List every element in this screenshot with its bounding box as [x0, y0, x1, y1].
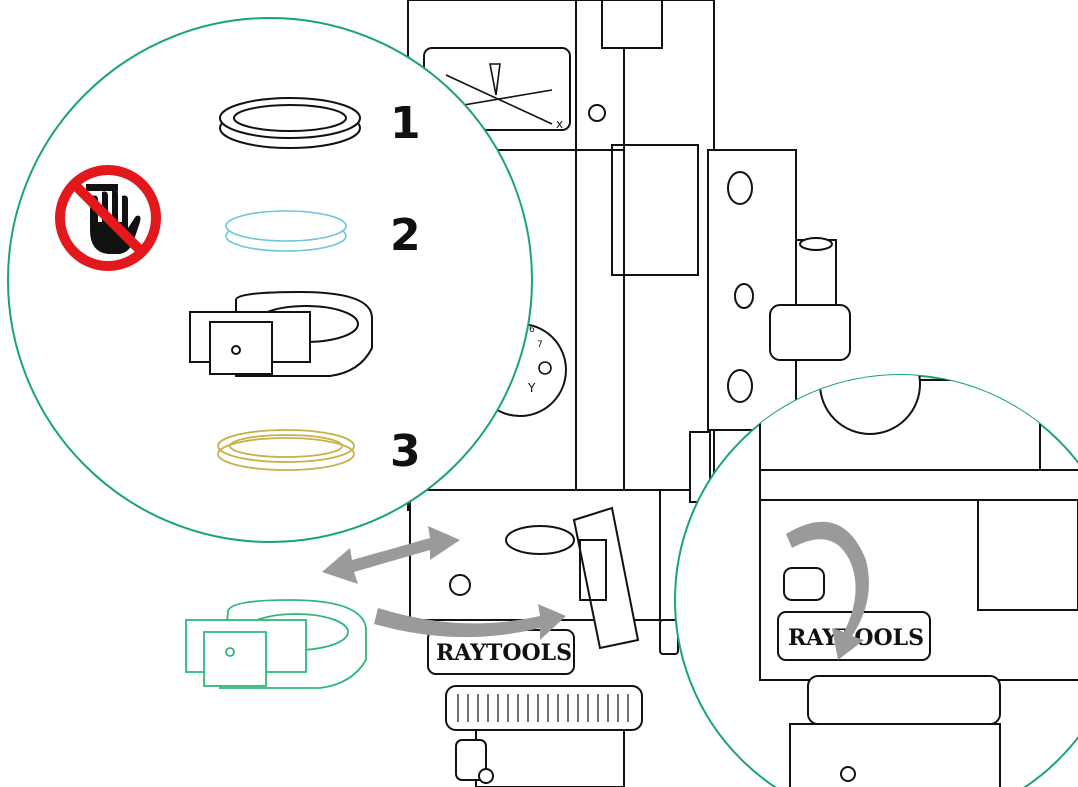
gas-elbow	[769, 304, 851, 361]
rotate-arrow-icon	[786, 521, 869, 660]
knurl-lines	[457, 694, 629, 722]
callout-circle-left	[7, 17, 533, 543]
callout-number-2: 2	[390, 210, 421, 261]
seal-ring	[217, 429, 355, 471]
gas-fitting	[795, 239, 837, 311]
dial-number-6: 6	[529, 325, 535, 335]
curved-arrow-icon	[374, 604, 566, 640]
top-fitting	[601, 0, 663, 49]
no-touch-hand-icon	[55, 165, 161, 271]
zoom-callout: RAYTOOLS	[674, 374, 1078, 787]
drawer-aperture	[505, 525, 575, 555]
drawer-cover-window	[579, 539, 607, 601]
dial-number-7: 7	[537, 340, 543, 350]
drawer-screw	[449, 574, 471, 596]
axis-x-label: x	[556, 117, 563, 131]
nozzle-body	[475, 729, 625, 787]
laser-beam-marker	[489, 63, 501, 96]
callout-number-3: 3	[390, 426, 421, 477]
nozzle-clamp	[455, 739, 487, 781]
zoom-side-plate	[977, 499, 1078, 611]
lens-drawer-holder	[189, 290, 373, 377]
zoom-thumb-screw	[783, 567, 825, 601]
removed-drawer-highlight	[185, 599, 367, 689]
plate-hole-3	[727, 369, 753, 403]
plate-hole-1	[727, 171, 753, 205]
exploded-parts-callout: 1 2 3	[7, 17, 533, 543]
dial-axis-y-label: Y	[527, 381, 536, 395]
retaining-ring	[219, 97, 361, 149]
side-knob	[659, 619, 679, 655]
zoom-nozzle-body	[789, 723, 1001, 787]
nozzle-screw	[478, 768, 494, 784]
zoom-knurled-ring	[807, 675, 1001, 725]
dial-screw	[538, 361, 552, 375]
plate-hole-2	[734, 283, 754, 309]
protective-lens	[225, 210, 347, 252]
gas-fitting-top	[799, 237, 833, 251]
callout-number-1: 1	[390, 98, 421, 149]
dial-markings: 6 7 Y	[527, 325, 552, 395]
head-column-right	[623, 0, 715, 491]
knurled-ring	[445, 685, 643, 731]
screw-top	[588, 104, 606, 122]
side-window	[611, 144, 699, 276]
double-arrow-icon	[322, 526, 460, 584]
main-brand-label: RAYTOOLS	[436, 640, 572, 666]
